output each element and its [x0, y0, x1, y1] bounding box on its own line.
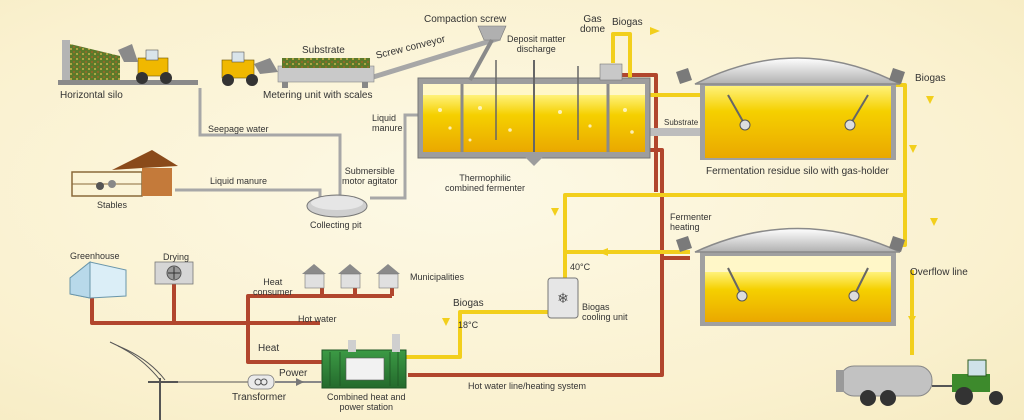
label-substrate-pipe: Substrate — [664, 118, 699, 127]
fermentation-residue-silo — [676, 57, 905, 160]
arrow-power — [296, 378, 304, 386]
label-collecting-pit: Collecting pit — [310, 220, 362, 230]
heat-line-to-chp — [246, 323, 322, 364]
greenhouse — [69, 260, 127, 299]
fermenter-heating-line — [648, 148, 664, 258]
flow-arrows — [442, 27, 938, 326]
arrow-biogas-right — [926, 96, 934, 104]
label-temp-40: 40°C — [570, 262, 591, 272]
label-stables: Stables — [97, 200, 128, 210]
label-biogas-mid: Biogas — [453, 298, 484, 309]
label-heat: Heat — [258, 343, 280, 354]
label-transformer: Transformer — [232, 392, 287, 403]
label-hot-water-line: Hot water line/heating system — [468, 381, 587, 391]
gas-dome-line — [611, 32, 700, 97]
label-municipalities: Municipalities — [410, 272, 465, 282]
horizontal-silo — [58, 40, 198, 85]
wheel-loader-2 — [221, 51, 278, 86]
label-fermentation-silo: Fermentation residue silo with gas-holde… — [706, 166, 889, 177]
combined-fermenter — [417, 60, 651, 166]
manure-line — [175, 188, 322, 198]
label-substrate: Substrate — [302, 45, 345, 56]
arrow-left-1 — [598, 248, 608, 256]
label-greenhouse: Greenhouse — [70, 251, 120, 261]
arrow-down-18 — [442, 318, 450, 326]
hot-water-line — [408, 256, 690, 377]
heat-line-greenhouse — [90, 295, 320, 325]
label-hot-water: Hot water — [298, 314, 337, 324]
label-biogas-top: Biogas — [612, 17, 643, 28]
collecting-pit — [306, 194, 368, 218]
arrow-ferm-silo — [930, 218, 938, 226]
digestate-storage-tank — [676, 227, 905, 326]
municipality-houses — [302, 264, 400, 289]
water-pipes — [175, 35, 700, 200]
label-horizontal-silo: Horizontal silo — [60, 90, 123, 101]
biogas-cooling-unit: ❄ — [547, 277, 579, 319]
arrow-biogas-top — [650, 27, 660, 35]
transformer — [247, 374, 275, 390]
label-liquid-manure: Liquid manure — [210, 176, 268, 186]
label-power: Power — [279, 368, 308, 379]
stables — [71, 150, 178, 197]
wheel-loader-1 — [118, 44, 172, 84]
heat-line-consumer — [246, 294, 392, 323]
chp-station — [321, 334, 407, 389]
gas-to-chp — [406, 278, 567, 359]
svg-text:❄: ❄ — [557, 291, 569, 307]
seepage-line — [198, 88, 342, 198]
metering-unit — [277, 58, 375, 88]
label-seepage-water: Seepage water — [208, 124, 269, 134]
label-metering-unit: Metering unit with scales — [263, 90, 373, 101]
compaction-screw — [468, 25, 507, 81]
arrow-silo-down — [909, 145, 917, 153]
drying-unit — [154, 261, 194, 285]
arrow-down-2 — [551, 208, 559, 216]
liquid-manure-feed — [370, 113, 418, 200]
label-drying: Drying — [163, 252, 190, 262]
tanker-tractor — [836, 359, 1003, 406]
arrow-overflow — [908, 316, 916, 324]
label-overflow-line: Overflow line — [910, 267, 968, 278]
label-biogas-right: Biogas — [915, 73, 946, 84]
screw-conveyor-shaft — [369, 35, 501, 81]
power-line — [109, 341, 322, 420]
label-temp-18: 18°C — [458, 320, 479, 330]
label-compaction-screw: Compaction screw — [424, 14, 507, 25]
